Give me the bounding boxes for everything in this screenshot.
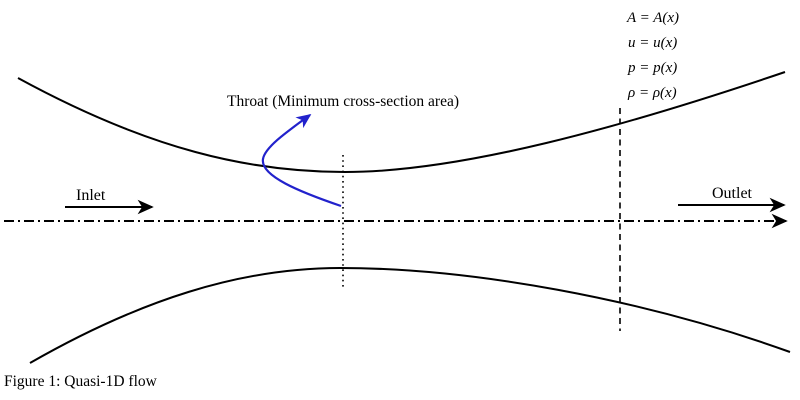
inlet-label: Inlet xyxy=(76,187,106,204)
throat-annotation-arrow xyxy=(261,114,342,208)
nozzle-lower-wall xyxy=(29,266,791,364)
equation-pressure: p = p(x) xyxy=(627,60,677,76)
nozzle-upper-wall xyxy=(17,71,786,174)
outlet-label: Outlet xyxy=(712,185,753,202)
throat-label: Throat (Minimum cross-section area) xyxy=(227,93,459,110)
figure-caption: Figure 1: Quasi-1D flow xyxy=(4,373,158,390)
equation-area: A = A(x) xyxy=(626,10,679,26)
equation-velocity: u = u(x) xyxy=(628,35,677,51)
equation-density: ρ = ρ(x) xyxy=(627,85,677,101)
